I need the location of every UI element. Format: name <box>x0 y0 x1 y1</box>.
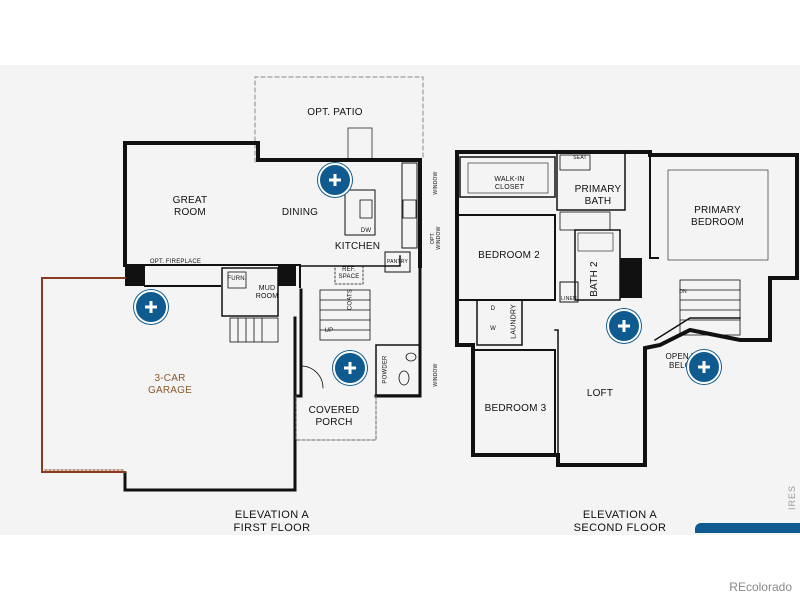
plus-icon <box>698 361 710 373</box>
first-floor-plan <box>41 76 424 492</box>
loft-wall <box>554 329 559 466</box>
pantry-box <box>384 251 411 273</box>
garage-right-wall <box>123 316 297 492</box>
bedroom-3-wall <box>472 349 556 456</box>
dw-label: DW <box>360 228 372 234</box>
kitchen-divider <box>299 255 401 267</box>
fireplace-block <box>125 264 145 286</box>
laundry-box <box>476 299 523 346</box>
furnace-box <box>227 271 247 289</box>
bath-2-label: BATH 2 <box>589 261 600 297</box>
washer-label: W <box>490 326 496 332</box>
furn-label: FURN. <box>227 276 247 282</box>
interior-divider <box>124 264 301 288</box>
entry-door-swing <box>300 365 324 389</box>
window-tag-3: WINDOW <box>433 363 439 387</box>
walk-in-closet-inner <box>467 162 549 194</box>
bath-2-tub <box>577 232 614 252</box>
marker-loft[interactable] <box>607 309 641 343</box>
garage-label: 3-CAR GARAGE <box>148 373 192 396</box>
primary-bedroom-label: PRIMARY BEDROOM <box>690 205 745 228</box>
pantry-label: PANTRY <box>386 259 409 265</box>
covered-porch-label: COVERED PORCH <box>308 405 360 428</box>
mud-room-box <box>221 267 279 317</box>
mud-room-label: MUD ROOM <box>255 285 279 300</box>
marker-open-to-below[interactable] <box>687 350 721 384</box>
primary-bath-vanity <box>559 211 611 231</box>
ref-space-label: REF. SPACE <box>338 267 360 280</box>
dining-label: DINING <box>281 207 319 218</box>
seat-label: SEAT <box>573 155 587 161</box>
second-floor-caption: ELEVATION A SECOND FLOOR <box>573 509 667 534</box>
ref-space-box <box>334 265 364 285</box>
stairs-second-floor <box>679 279 741 336</box>
kitchen-sink <box>359 199 373 219</box>
bedroom-3-label: BEDROOM 3 <box>484 403 547 414</box>
window-tag-1: WINDOW <box>433 171 439 195</box>
right-lower-wall <box>374 264 422 398</box>
garage-left-wall <box>41 277 126 473</box>
mud-room-block <box>278 264 296 286</box>
opt-patio-outline <box>254 76 424 163</box>
ires-side-mark: IRES <box>787 484 797 510</box>
plus-icon <box>145 301 157 313</box>
stairs-first-floor <box>229 289 371 343</box>
powder-label: POWDER <box>382 355 389 384</box>
kitchen-island <box>344 189 376 236</box>
marker-great-room[interactable] <box>318 163 352 197</box>
corner-accent-bar <box>695 523 800 533</box>
entry-wall <box>294 288 303 398</box>
dn-label: DN <box>679 289 687 295</box>
window-tag-2: OPT. WINDOW <box>430 226 442 250</box>
opt-fireplace-label: OPT. FIREPLACE <box>149 259 202 265</box>
up-label: UP <box>324 328 334 334</box>
powder-room-box <box>375 344 421 396</box>
opt-patio-label: OPT. PATIO <box>307 107 363 118</box>
walk-in-closet-box <box>459 156 556 198</box>
covered-porch-outline <box>295 395 377 441</box>
primary-shower <box>559 154 591 171</box>
great-room-wall <box>123 141 422 268</box>
second-floor-plan <box>455 150 799 467</box>
range <box>402 199 417 219</box>
powder-sink <box>405 352 417 362</box>
patio-chimney <box>347 127 373 161</box>
plus-icon <box>344 362 356 374</box>
first-floor-caption: ELEVATION A FIRST FLOOR <box>233 509 311 534</box>
kitchen-label: KITCHEN <box>334 241 381 252</box>
primary-bedroom-inner <box>667 169 769 261</box>
open-to-below-rail <box>653 317 741 342</box>
bath-2-black-block <box>620 258 642 298</box>
primary-bath-wall <box>556 151 626 211</box>
marker-garage[interactable] <box>134 290 168 324</box>
powder-toilet <box>398 370 410 386</box>
primary-bedroom-wall <box>649 154 659 259</box>
walk-in-closet-label: WALK-IN CLOSET <box>494 176 525 191</box>
linen-label: LINEN <box>561 296 577 302</box>
coats-label: COATS <box>347 288 354 311</box>
primary-bath-label: PRIMARY BATH <box>574 184 622 207</box>
linen-box <box>559 281 579 303</box>
recolorado-watermark: REcolorado <box>729 580 792 594</box>
laundry-label: LAUNDRY <box>510 304 518 339</box>
great-room-label: GREAT ROOM <box>172 195 208 218</box>
marker-entry[interactable] <box>333 351 367 385</box>
plus-icon <box>618 320 630 332</box>
bedroom-2-label: BEDROOM 2 <box>478 250 540 261</box>
plus-icon <box>329 174 341 186</box>
loft-label: LOFT <box>586 388 614 399</box>
dryer-label: D <box>490 306 496 312</box>
kitchen-counter-right <box>401 162 418 249</box>
